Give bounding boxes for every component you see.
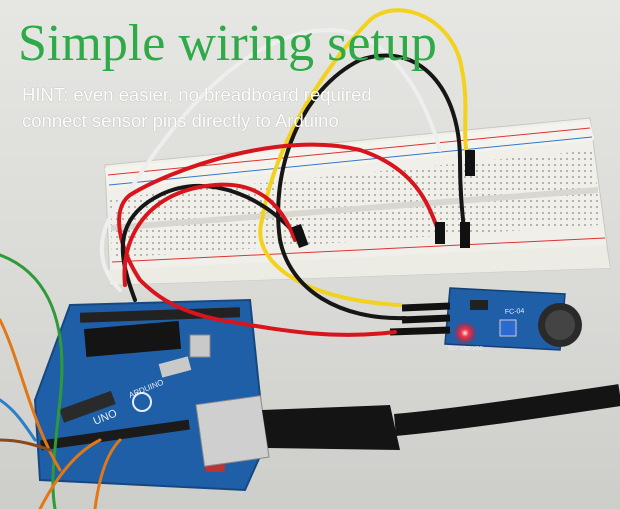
sound-sensor: FC-04 OUT GND VCC	[389, 287, 582, 352]
wire-black-1	[276, 53, 466, 321]
wire-white	[99, 27, 442, 292]
wire-red-1	[117, 142, 442, 337]
overlay-hint: HINT: even easier, no breadboard require…	[22, 82, 372, 134]
wire-yellow	[258, 8, 472, 307]
svg-text:OUT GND VCC: OUT GND VCC	[448, 346, 483, 352]
wire-blue	[0, 398, 37, 442]
svg-text:FC-04: FC-04	[505, 308, 525, 316]
breadboard	[104, 117, 611, 286]
hint-line-1: HINT: even easier, no breadboard require…	[22, 84, 372, 105]
hint-line-2: connect sensor pins directly to Arduino	[22, 110, 339, 131]
wire-red-2	[122, 182, 297, 287]
wire-green	[0, 253, 64, 509]
wire-orange	[0, 318, 122, 509]
wire-brown	[0, 438, 52, 452]
overlay-title: Simple wiring setup	[18, 15, 437, 72]
usb-cable	[195, 384, 620, 467]
jumper-wires	[0, 8, 475, 509]
